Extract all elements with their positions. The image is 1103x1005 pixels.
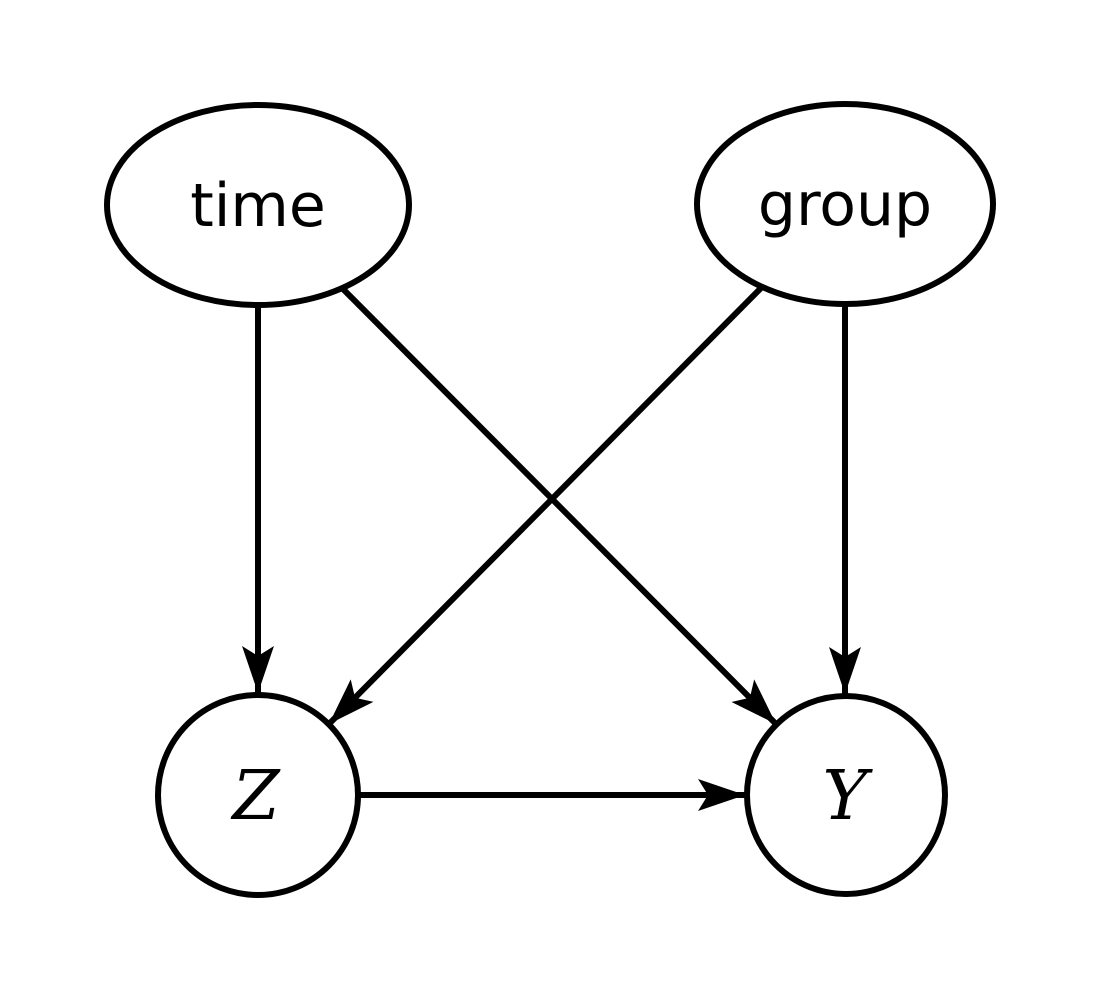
edge-time-to-y — [339, 285, 779, 727]
node-y: Y — [744, 693, 948, 897]
node-y-shape — [744, 693, 948, 897]
node-group: group — [694, 101, 996, 307]
node-group-label: group — [758, 170, 932, 240]
node-group-shape — [694, 101, 996, 307]
node-z: Z — [155, 692, 361, 898]
node-z-label: Z — [230, 757, 281, 836]
node-time-label: time — [190, 171, 326, 241]
edge-group-to-z — [326, 285, 764, 727]
node-y-label: Y — [823, 757, 874, 836]
node-time: time — [104, 102, 412, 308]
node-time-shape — [104, 102, 412, 308]
node-z-shape — [155, 692, 361, 898]
